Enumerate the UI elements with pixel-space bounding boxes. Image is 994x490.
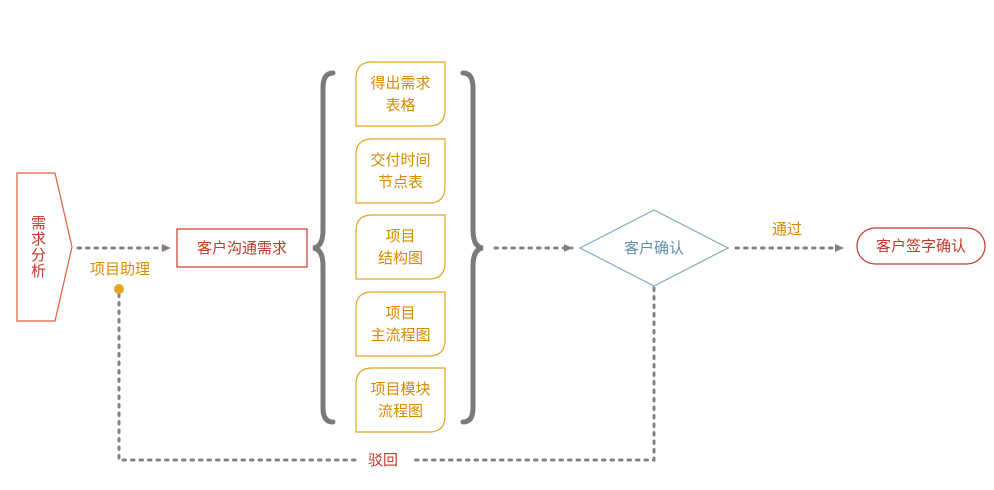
- deliverable-shape-4: [355, 291, 446, 357]
- client-signoff-label: 客户签字确认: [875, 237, 966, 255]
- deliverable-4-line2: 主流程图: [370, 326, 431, 344]
- deliverable-label-1: 得出需求 表格: [356, 62, 445, 126]
- requirement-analysis-label: 需求分析: [22, 185, 54, 309]
- deliverable-2-line1: 交付时间: [370, 151, 431, 169]
- deliverable-5-line1: 项目模块: [370, 380, 431, 398]
- client-communication-box: [176, 228, 308, 268]
- deliverable-shape-1: [355, 61, 446, 127]
- deliverable-shape-5: [355, 367, 446, 433]
- deliverable-1-line1: 得出需求: [370, 74, 431, 92]
- right-brace: [460, 70, 484, 425]
- client-confirm-diamond: [578, 209, 730, 287]
- client-confirm-label: 客户确认: [623, 239, 684, 257]
- project-assistant-label: 项目助理: [89, 260, 150, 278]
- deliverable-4-line1: 项目: [385, 304, 416, 322]
- deliverable-label-5: 项目模块 流程图: [356, 368, 445, 432]
- deliverable-label-3: 项目 结构图: [356, 215, 445, 279]
- requirement-analysis-text: 需求分析: [29, 215, 47, 279]
- reject-loop-connector: [117, 286, 656, 462]
- deliverable-3-line2: 结构图: [377, 249, 423, 267]
- requirement-analysis-shape: [16, 172, 73, 322]
- deliverable-shape-3: [355, 214, 446, 280]
- left-brace: [312, 70, 336, 425]
- reject-label: 驳回: [367, 451, 398, 469]
- pass-label: 通过: [771, 220, 802, 238]
- deliverable-5-line2: 流程图: [377, 402, 423, 420]
- deliverable-label-2: 交付时间 节点表: [356, 139, 445, 203]
- project-assistant-dot: [114, 284, 124, 294]
- deliverable-label-4: 项目 主流程图: [356, 292, 445, 356]
- deliverable-2-line2: 节点表: [377, 173, 423, 191]
- client-communication-label: 客户沟通需求: [196, 239, 287, 257]
- deliverable-1-line2: 表格: [385, 96, 416, 114]
- client-signoff-pill: [856, 227, 986, 265]
- deliverable-shape-2: [355, 138, 446, 204]
- deliverable-3-line1: 项目: [385, 227, 416, 245]
